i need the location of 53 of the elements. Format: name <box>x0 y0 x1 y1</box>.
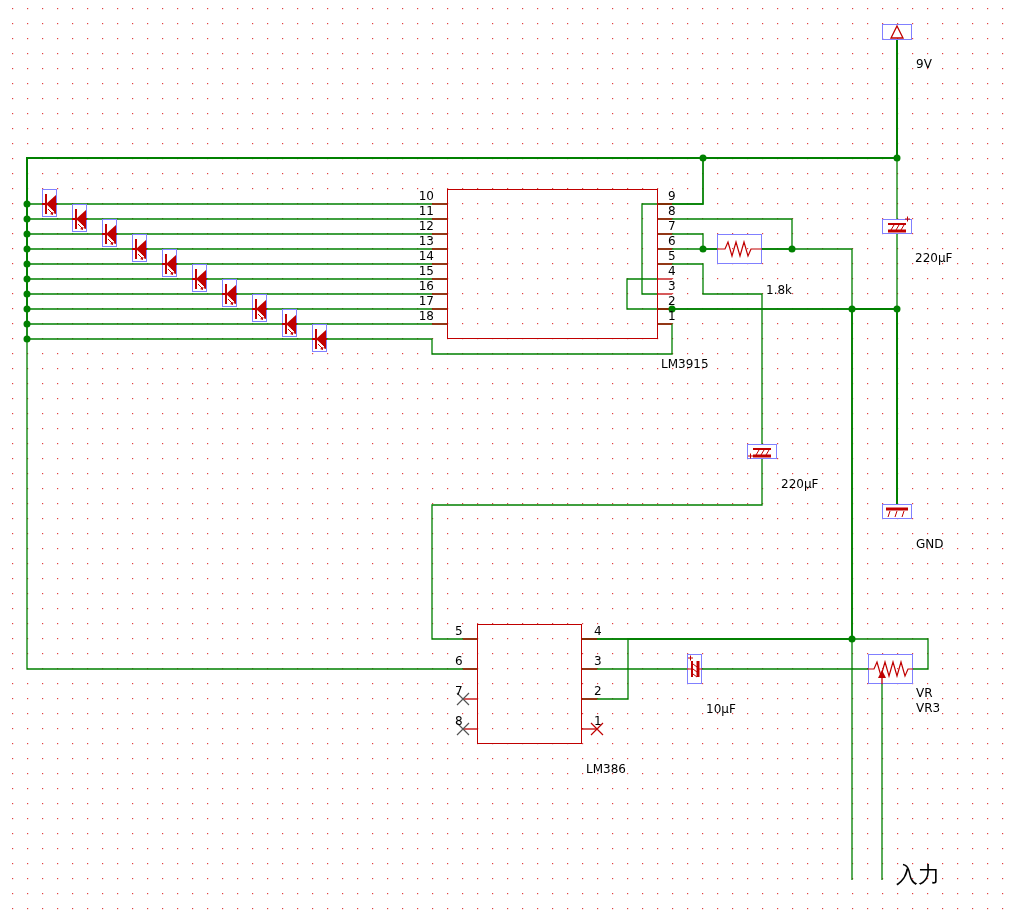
component-label: 220µF <box>915 251 953 265</box>
pin-number: 11 <box>418 204 434 218</box>
pin-number: 4 <box>594 624 602 638</box>
pin-number: 5 <box>668 249 676 263</box>
led-symbol <box>162 249 177 277</box>
wire <box>881 683 883 881</box>
pin-number: 12 <box>418 219 434 233</box>
pin-number: 6 <box>668 234 676 248</box>
led-symbol <box>252 294 267 322</box>
wire <box>701 668 869 670</box>
led-symbol <box>102 219 117 247</box>
led-symbol <box>312 324 327 352</box>
pin-number: 8 <box>455 714 463 728</box>
component-label: 1.8k <box>766 283 793 297</box>
component-label: 220µF <box>781 477 819 491</box>
pin-number: 7 <box>668 219 676 233</box>
component-label: 10µF <box>706 702 736 716</box>
component-label: 9V <box>916 57 932 71</box>
pin-number: 18 <box>418 309 434 323</box>
pin-number: 7 <box>455 684 463 698</box>
component-label: LM386 <box>586 762 626 776</box>
wire <box>896 39 898 220</box>
pin-number: 1 <box>594 714 602 728</box>
pin-number: 14 <box>418 249 434 263</box>
component-label: LM3915 <box>661 357 709 371</box>
component-label: GND <box>916 537 944 551</box>
led-symbol <box>222 279 237 307</box>
pin-number: 2 <box>594 684 602 698</box>
led-symbol <box>42 189 57 217</box>
pin-number: 10 <box>418 189 434 203</box>
led-symbol <box>282 309 297 337</box>
pin-number: 8 <box>668 204 676 218</box>
wire <box>431 458 763 640</box>
input-label: 入力 <box>896 862 940 888</box>
pin-number: 15 <box>418 264 434 278</box>
pin-number: 3 <box>668 279 676 293</box>
pin-number: 2 <box>668 294 676 308</box>
pin-number: 3 <box>594 654 602 668</box>
component-label: VR <box>916 686 933 700</box>
pin-number: 6 <box>455 654 463 668</box>
led-symbol <box>192 264 207 292</box>
led-symbol <box>72 204 87 232</box>
wire <box>326 323 673 355</box>
wire <box>851 308 898 881</box>
pin-number: 13 <box>418 234 434 248</box>
pin-number: 9 <box>668 189 676 203</box>
component-label: VR3 <box>916 701 941 715</box>
pin-number: 17 <box>418 294 434 308</box>
led-symbol <box>132 234 147 262</box>
pin-number: 16 <box>418 279 434 293</box>
pin-number: 5 <box>455 624 463 638</box>
pin-number: 1 <box>668 309 676 323</box>
pin-number: 4 <box>668 264 676 278</box>
